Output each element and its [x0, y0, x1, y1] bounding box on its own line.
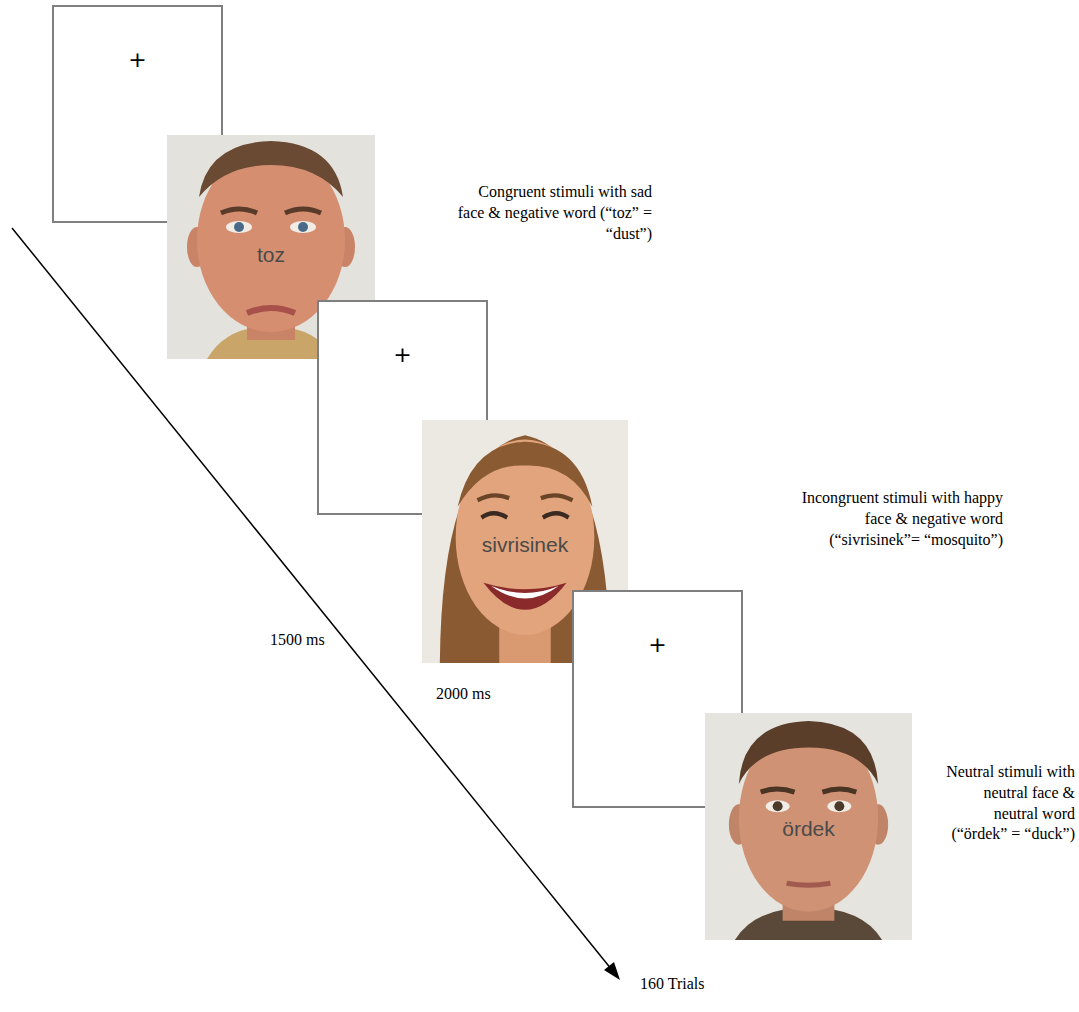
stimulus-word: sivrisinek: [422, 533, 628, 557]
timing-label: 2000 ms: [436, 684, 491, 705]
condition-caption: Incongruent stimuli with happy face & ne…: [788, 488, 1003, 550]
fixation-cross: +: [319, 342, 486, 367]
stimulus-word: toz: [167, 243, 375, 267]
fixation-cross: +: [54, 47, 221, 72]
fixation-cross: +: [574, 632, 741, 657]
arrow-head: [604, 962, 620, 980]
face-stimulus: ördek: [705, 713, 912, 940]
timing-label: 160 Trials: [640, 974, 704, 995]
condition-caption: Congruent stimuli with sad face & negati…: [452, 182, 652, 244]
condition-caption: Neutral stimuli with neutral face & neut…: [945, 762, 1075, 845]
timing-label: 1500 ms: [270, 630, 325, 651]
stimulus-word: ördek: [705, 817, 912, 841]
time-axis: [12, 228, 612, 970]
